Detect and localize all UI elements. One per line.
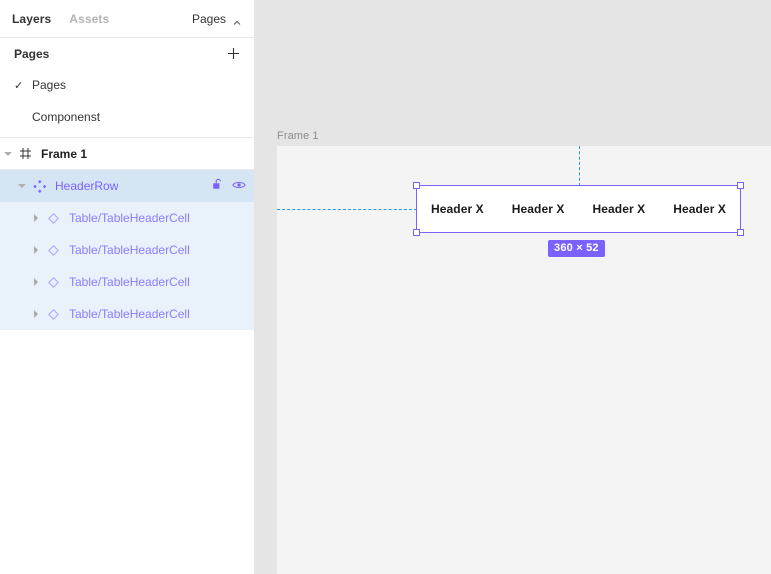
- resize-handle-top-left[interactable]: [413, 182, 420, 189]
- unlock-icon[interactable]: [212, 178, 224, 194]
- page-item-pages[interactable]: ✓ Pages: [0, 69, 254, 101]
- layer-row-tableheadercell-1[interactable]: Table/TableHeaderCell: [0, 202, 254, 234]
- instance-diamond-icon: [44, 273, 62, 291]
- layer-label: Table/TableHeaderCell: [69, 307, 190, 321]
- layer-label: Frame 1: [41, 146, 88, 161]
- page-item-componenst[interactable]: Componenst: [0, 101, 254, 133]
- instance-diamond-icon: [44, 209, 62, 227]
- layer-row-frame-1[interactable]: Frame 1: [0, 138, 254, 170]
- chevron-up-icon: [232, 15, 242, 25]
- page-item-label: Componenst: [32, 110, 101, 124]
- pages-toggle[interactable]: Pages: [192, 12, 242, 26]
- layer-label: Table/TableHeaderCell: [69, 211, 190, 225]
- instance-diamond-icon: [44, 305, 62, 323]
- caret-down-icon[interactable]: [0, 138, 16, 170]
- caret-right-icon[interactable]: [28, 266, 44, 298]
- layer-row-tableheadercell-4[interactable]: Table/TableHeaderCell: [0, 298, 254, 330]
- resize-handle-bottom-right[interactable]: [737, 229, 744, 236]
- header-cell[interactable]: Header X: [511, 202, 565, 216]
- layer-label: Table/TableHeaderCell: [69, 243, 190, 257]
- page-item-label: Pages: [32, 78, 67, 92]
- caret-down-icon[interactable]: [14, 170, 30, 202]
- layer-row-tableheadercell-3[interactable]: Table/TableHeaderCell: [0, 266, 254, 298]
- instance-diamond-icon: [44, 241, 62, 259]
- tab-layers[interactable]: Layers: [12, 11, 52, 26]
- alignment-guide-horizontal: [277, 209, 417, 210]
- header-cell[interactable]: Header X: [673, 202, 727, 216]
- header-cell[interactable]: Header X: [592, 202, 646, 216]
- pages-section-title: Pages: [14, 46, 50, 61]
- panel-tabbar: Layers Assets Pages: [0, 0, 254, 38]
- plus-icon[interactable]: [224, 45, 242, 63]
- alignment-guide-vertical: [579, 146, 580, 186]
- layer-label: Table/TableHeaderCell: [69, 275, 190, 289]
- resize-handle-top-right[interactable]: [737, 182, 744, 189]
- layer-row-tableheadercell-2[interactable]: Table/TableHeaderCell: [0, 234, 254, 266]
- header-cell[interactable]: Header X: [430, 202, 484, 216]
- tab-assets[interactable]: Assets: [69, 11, 110, 26]
- selection-size-badge: 360 × 52: [548, 240, 605, 257]
- check-icon: ✓: [14, 79, 24, 92]
- design-canvas[interactable]: Frame 1 Header X Header X Header X Heade…: [255, 0, 771, 574]
- caret-right-icon[interactable]: [28, 234, 44, 266]
- left-panel: Layers Assets Pages Pages ✓ Pages: [0, 0, 255, 574]
- layer-row-headerrow[interactable]: HeaderRow: [0, 170, 254, 202]
- caret-right-icon[interactable]: [28, 202, 44, 234]
- layer-row-actions: [212, 178, 246, 194]
- caret-right-icon[interactable]: [28, 298, 44, 330]
- frame-label[interactable]: Frame 1: [277, 130, 319, 142]
- frame-hash-icon: [16, 145, 34, 163]
- pages-toggle-label: Pages: [191, 11, 226, 26]
- layer-label: HeaderRow: [55, 179, 119, 193]
- pages-divider: [0, 137, 254, 138]
- resize-handle-bottom-left[interactable]: [413, 229, 420, 236]
- selected-header-row[interactable]: Header X Header X Header X Header X: [413, 182, 744, 236]
- pages-section-header: Pages: [0, 38, 254, 69]
- eye-icon[interactable]: [232, 179, 246, 194]
- component-set-icon: [30, 177, 48, 195]
